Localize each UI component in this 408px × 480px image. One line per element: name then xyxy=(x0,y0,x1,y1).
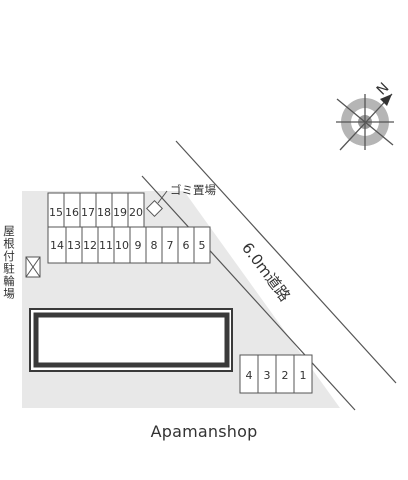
parking-space-9: 9 xyxy=(135,239,142,252)
middle-row-spaces: 14 13 12 11 10 9 8 7 6 5 xyxy=(47,226,211,264)
parking-space-3: 3 xyxy=(264,369,271,382)
garbage-area: ゴミ置場 xyxy=(146,183,216,217)
parking-space-1: 1 xyxy=(300,369,307,382)
building xyxy=(29,308,233,372)
parking-space-8: 8 xyxy=(151,239,158,252)
bicycle-parking xyxy=(25,256,41,278)
garbage-leader-line xyxy=(157,190,168,204)
parking-space-14: 14 xyxy=(50,239,64,252)
parking-space-4: 4 xyxy=(246,369,253,382)
garbage-label: ゴミ置場 xyxy=(170,183,216,197)
brand-watermark: Apamanshop xyxy=(151,422,258,441)
bicycle-parking-label: 屋根付駐輪場 xyxy=(2,225,16,300)
parking-space-15: 15 xyxy=(49,206,63,219)
parking-space-18: 18 xyxy=(97,206,111,219)
parking-space-19: 19 xyxy=(113,206,127,219)
parking-space-10: 10 xyxy=(115,239,129,252)
parking-space-7: 7 xyxy=(167,239,174,252)
road-edge-left xyxy=(141,175,356,411)
parking-space-16: 16 xyxy=(65,206,79,219)
parking-space-11: 11 xyxy=(99,239,113,252)
top-row-spaces: 15 16 17 18 19 20 xyxy=(47,192,145,232)
parking-space-20: 20 xyxy=(129,206,143,219)
parking-space-12: 12 xyxy=(83,239,97,252)
parking-space-17: 17 xyxy=(81,206,95,219)
parking-space-6: 6 xyxy=(183,239,190,252)
bottom-row-spaces: 4 3 2 1 xyxy=(239,354,313,394)
parking-space-2: 2 xyxy=(282,369,289,382)
road-edge-right xyxy=(175,140,397,384)
parking-space-13: 13 xyxy=(67,239,81,252)
parking-space-5: 5 xyxy=(199,239,206,252)
compass-icon: N xyxy=(336,80,394,151)
